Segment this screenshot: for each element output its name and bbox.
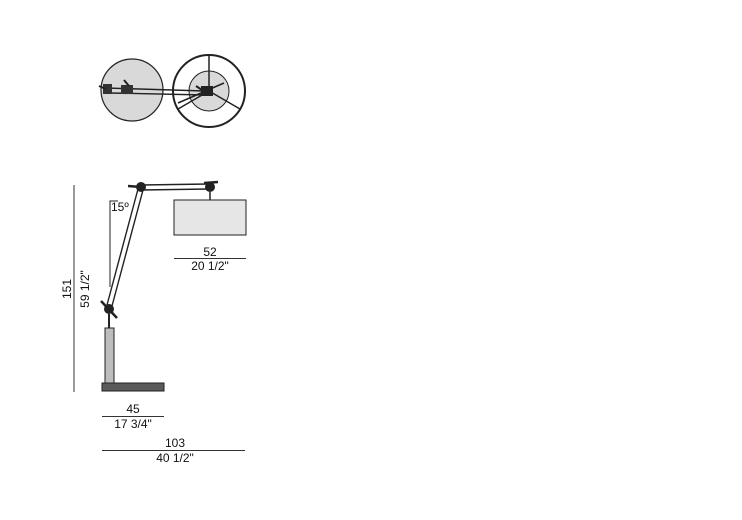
base-in-label: 17 3/4" [114, 417, 152, 431]
height-cm-label: 151 [60, 279, 74, 299]
lamp-upper-joint-knob [127, 184, 142, 189]
lamp-upper-arm-a [140, 183, 210, 186]
base-cm-label: 45 [126, 402, 140, 416]
height-in-label: 59 1/2" [78, 270, 92, 308]
side-view: 15º [100, 180, 247, 392]
lamp-base [101, 382, 165, 392]
lamp-shade [173, 199, 247, 236]
tilt-bracket [109, 200, 118, 287]
lamp-lower-arm-a [106, 188, 139, 306]
lamp-head-joint [205, 182, 215, 192]
plan-knob-middle [123, 79, 130, 87]
shade-cm-label: 52 [203, 245, 217, 259]
height-dimension: 151 59 1/2" [60, 185, 92, 392]
plan-knob-left [98, 85, 107, 90]
reach-in-label: 40 1/2" [156, 451, 194, 465]
plan-joint-head [201, 86, 213, 96]
reach-cm-label: 103 [165, 436, 185, 450]
lamp-lower-arm-b [111, 189, 144, 307]
plan-knob-head [195, 85, 203, 91]
plan-spoke-right [208, 90, 241, 110]
reach-dimension: 103 40 1/2" [102, 436, 245, 465]
lamp-upper-arm-b [140, 188, 210, 191]
shade-dimension: 52 20 1/2" [174, 245, 246, 273]
lamp-stem [104, 327, 115, 384]
plan-joint-left [103, 84, 112, 94]
lamp-lower-joint-knob [100, 300, 118, 319]
base-dimension: 45 17 3/4" [102, 402, 164, 431]
shade-in-label: 20 1/2" [191, 259, 229, 273]
lamp-head-joint-knob [203, 180, 219, 185]
plan-joint-middle [121, 85, 133, 94]
plan-view [98, 54, 246, 128]
tilt-angle-label: 15º [111, 200, 129, 214]
